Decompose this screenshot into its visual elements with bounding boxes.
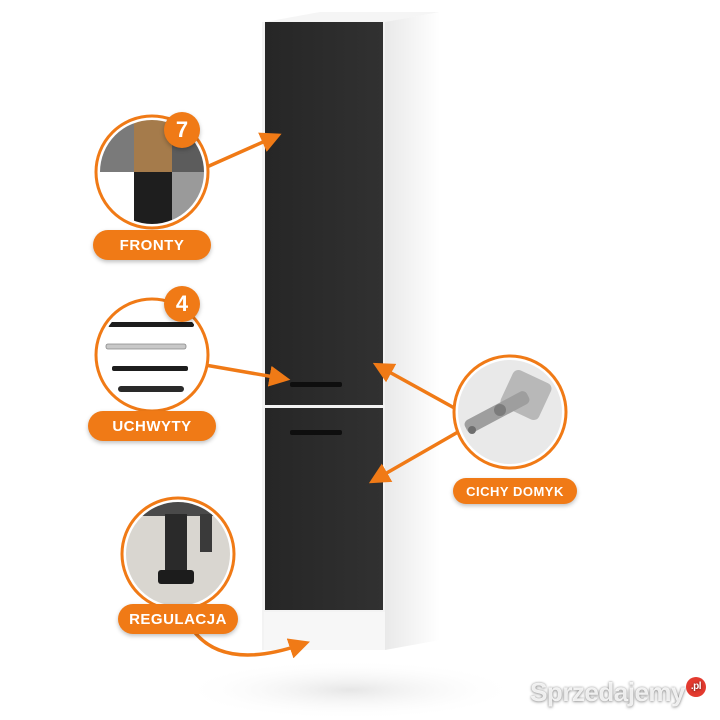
- arrow-fronty: [198, 132, 282, 172]
- arrow-regulacja: [188, 624, 310, 659]
- handle-sample-black-long: [108, 322, 194, 327]
- handle-sample-silver: [105, 343, 187, 350]
- leg-foot: [158, 570, 194, 584]
- watermark-suffix: .pl: [686, 677, 706, 697]
- arrow-uchwyty: [203, 363, 291, 387]
- fronty-label: FRONTY: [93, 230, 211, 260]
- uchwyty-label: UCHWYTY: [88, 411, 216, 441]
- regulacja-leg-circle: [120, 496, 236, 612]
- arrow-hinge-lower: [368, 430, 460, 484]
- leg-body: [165, 514, 187, 574]
- fronty-count-badge: 7: [164, 112, 200, 148]
- hinge-circle: [452, 354, 568, 470]
- handle-sample-black-bar: [112, 366, 188, 371]
- floor-shadow: [180, 660, 520, 720]
- upper-handle: [290, 382, 342, 387]
- watermark-text: Sprzedajemy: [530, 677, 685, 707]
- fronty-count: 7: [175, 117, 189, 142]
- arrow-hinge-upper: [372, 362, 460, 412]
- fronty-text: FRONTY: [119, 236, 185, 254]
- lower-door: [265, 408, 383, 610]
- lower-handle: [290, 430, 342, 435]
- watermark: Sprzedajemy.pl: [530, 677, 706, 708]
- regulacja-text: REGULACJA: [129, 610, 227, 628]
- uchwyty-count: 4: [175, 291, 189, 316]
- color-swatch: [134, 172, 172, 224]
- cabinet-plinth: [264, 612, 385, 650]
- callout-arrows: [188, 132, 460, 659]
- uchwyty-text: UCHWYTY: [112, 417, 192, 435]
- cichy-domyk-text: CICHY DOMYK: [466, 483, 564, 499]
- upper-door: [265, 22, 383, 405]
- regulacja-label: REGULACJA: [118, 604, 238, 634]
- handle-sample-black-arch: [118, 386, 184, 392]
- uchwyty-count-badge: 4: [164, 286, 200, 322]
- cabinet: [262, 12, 440, 650]
- cabinet-side: [385, 12, 440, 650]
- fronty-swatch-circle: [94, 114, 210, 230]
- cichy-domyk-label: CICHY DOMYK: [453, 478, 577, 504]
- cabinet-top: [265, 12, 440, 22]
